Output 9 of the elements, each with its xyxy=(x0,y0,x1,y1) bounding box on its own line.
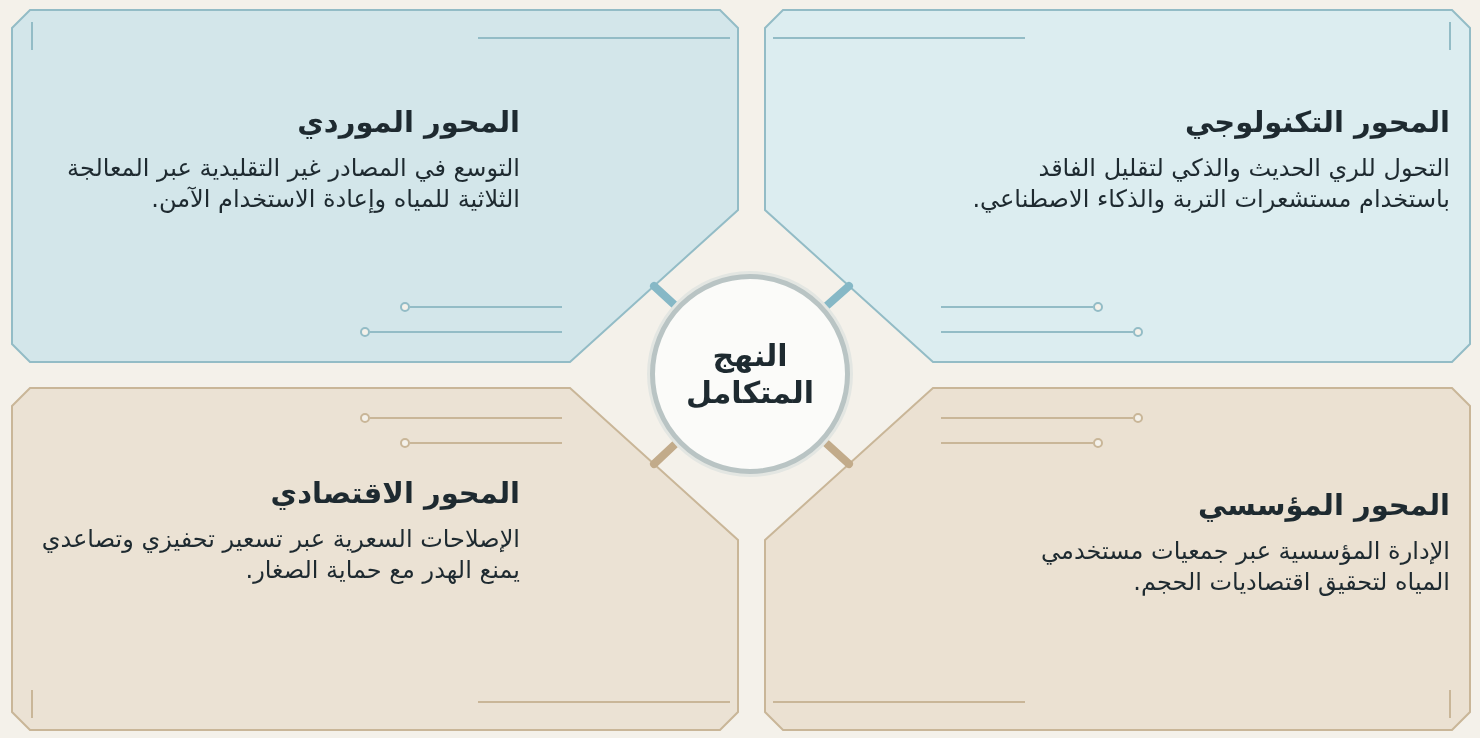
panel-heading: المحور التكنولوجي xyxy=(1185,105,1450,139)
panel-heading: المحور الموردي xyxy=(297,105,520,139)
panel-heading: المحور الاقتصادي xyxy=(270,476,520,510)
panel-description: التوسع في المصادر غير التقليدية عبر المعالجة الثلاثية للمياه وإعادة الاستخدام الآمن. xyxy=(66,153,520,216)
panel-description: التحول للري الحديث والذكي لتقليل الفاقد باستخدام مستشعرات التربة والذكاء الاصطناعي. xyxy=(971,153,1450,216)
panel-description: الإصلاحات السعرية عبر تسعير تحفيزي وتصاعدي يمنع الهدر مع حماية الصغار. xyxy=(40,524,520,587)
panel-description: الإدارة المؤسسية عبر جمعيات مستخدمي المياه لتحقيق اقتصاديات الحجم. xyxy=(1040,536,1450,599)
hub-label: النهج المتكامل xyxy=(685,336,815,412)
panel-heading: المحور المؤسسي xyxy=(1198,488,1450,522)
